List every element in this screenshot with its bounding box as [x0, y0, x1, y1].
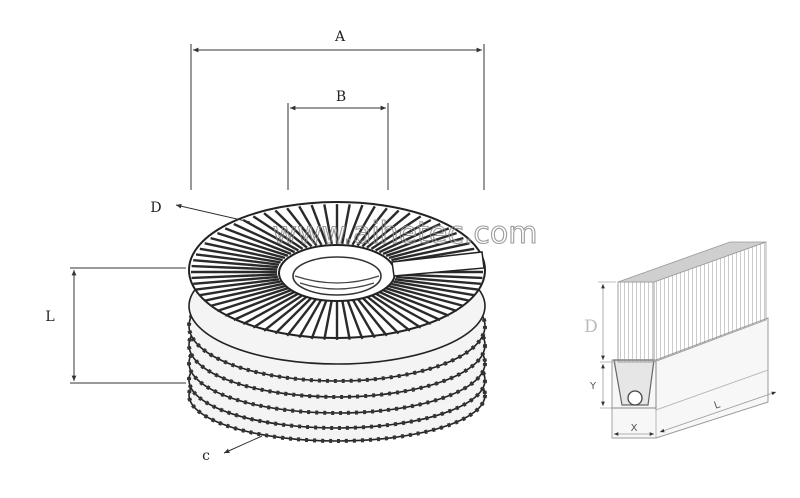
- bristle-spoke: [193, 275, 278, 285]
- bristle-spoke: [385, 231, 457, 257]
- bristle-spoke: [263, 295, 308, 332]
- bristle-spoke: [351, 298, 376, 339]
- bristle-spoke: [370, 294, 422, 329]
- bristle-spoke: [323, 204, 333, 245]
- bristle-spoke: [298, 205, 323, 246]
- strip-dimension-d: D: [584, 281, 616, 363]
- bristle-spoke: [361, 209, 400, 248]
- bristle-spoke: [388, 284, 464, 308]
- strip-bristle-top: [617, 241, 767, 283]
- bristle-spoke: [252, 294, 304, 329]
- bristle-spoke: [375, 292, 432, 326]
- bristle-spoke: [385, 287, 457, 313]
- coil-strip-end: [391, 251, 485, 277]
- bristle-spoke: [361, 296, 400, 335]
- dimension-c-leader: c: [202, 435, 263, 464]
- bristle-spoke: [351, 205, 376, 246]
- bristle-spoke: [191, 273, 278, 280]
- bristle-spoke: [274, 209, 313, 248]
- bristle-spoke: [346, 204, 364, 245]
- bristle-spoke: [274, 296, 313, 335]
- bristle-spoke: [356, 207, 388, 247]
- bristle-spoke: [233, 290, 296, 322]
- bristle-spoke: [210, 284, 286, 308]
- bristle-spoke: [210, 236, 286, 260]
- dimension-b-label: B: [336, 89, 346, 105]
- strip-bristle-front: [617, 281, 655, 363]
- strip-x-label: X: [631, 423, 638, 434]
- bristle-spoke: [378, 222, 441, 254]
- bristle-spoke: [382, 227, 450, 256]
- bristle-spoke: [375, 218, 432, 252]
- bristle-spoke: [370, 215, 422, 250]
- dimension-c-label: c: [202, 448, 210, 464]
- bristle-spoke: [286, 297, 318, 337]
- bristle-spoke: [341, 204, 351, 245]
- bristle-spoke: [193, 259, 278, 269]
- bristle-spoke: [382, 288, 450, 317]
- bristle-spoke: [199, 247, 281, 264]
- dimension-d-label: D: [150, 200, 161, 216]
- strip-y-label: Y: [589, 381, 597, 392]
- dimension-l: L: [45, 267, 186, 384]
- dimension-a-label: A: [334, 29, 346, 45]
- bristle-spoke: [195, 278, 280, 291]
- bristle-spoke: [217, 231, 289, 257]
- bristle-spoke: [391, 282, 470, 302]
- bristle-spoke: [396, 275, 481, 285]
- bristle-spoke: [242, 292, 299, 326]
- dimension-d-leader: D: [150, 200, 251, 223]
- strip-l-label: L: [713, 399, 722, 411]
- bristle-spoke: [346, 299, 364, 340]
- dimension-a: A: [190, 29, 485, 190]
- strip-dimension-x: X: [611, 410, 657, 438]
- bristle-spoke: [263, 212, 308, 249]
- dimension-l-label: L: [45, 309, 54, 325]
- strip-brush-drawing: [611, 241, 769, 439]
- strip-dimension-l: L: [659, 391, 777, 433]
- dimension-b: B: [287, 89, 389, 190]
- bristle-spoke: [204, 242, 283, 262]
- bristle-spoke: [252, 215, 304, 250]
- bristle-spoke: [204, 282, 283, 302]
- bristle-spoke: [366, 212, 411, 249]
- bristle-spoke: [199, 280, 281, 297]
- bristle-spoke: [391, 242, 470, 262]
- bristle-spoke: [341, 299, 351, 340]
- bristle-spoke: [310, 299, 328, 340]
- watermark-text: www.aihetec.com: [273, 216, 538, 251]
- bristle-spoke: [366, 295, 411, 332]
- bristle-spoke: [217, 287, 289, 313]
- strip-dimension-y: Y: [589, 364, 612, 409]
- strip-d-label: D: [584, 317, 598, 337]
- bristle-spoke: [191, 264, 278, 271]
- bristle-spoke: [224, 288, 292, 317]
- bristle-spoke: [298, 298, 323, 339]
- bristle-spoke: [195, 253, 280, 266]
- bristle-spoke: [242, 218, 299, 252]
- bristle-spoke: [310, 204, 328, 245]
- coil-brush-drawing: [187, 201, 487, 443]
- bristle-spoke: [356, 297, 388, 337]
- bristle-spoke: [224, 227, 292, 256]
- bristle-spoke: [323, 299, 333, 340]
- strip-core-wire: [627, 390, 643, 406]
- bristle-spoke: [388, 236, 464, 260]
- bristle-spoke: [394, 278, 479, 291]
- bristle-spoke: [233, 222, 296, 254]
- bristle-spoke: [286, 207, 318, 247]
- bristle-spoke: [393, 280, 475, 297]
- bristle-spoke: [378, 290, 441, 322]
